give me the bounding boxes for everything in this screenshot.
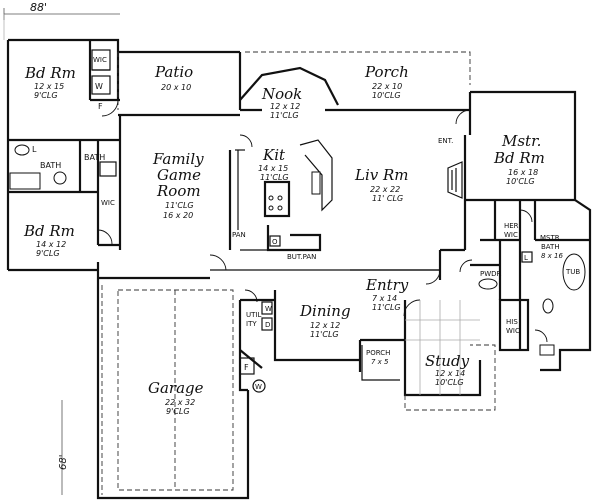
but-pan-label: BUT.PAN: [287, 253, 316, 261]
her-wic-2: WIC: [504, 231, 518, 239]
bdrm1-f-label: F: [98, 102, 103, 111]
garage-w-label: W: [255, 383, 262, 391]
mstr-ceiling: 10'CLG: [506, 177, 535, 186]
bdrm2-wic: WIC: [101, 199, 115, 207]
liv-size: 22 x 22: [370, 185, 400, 194]
bdrm1-w-label: W: [95, 82, 103, 91]
patio-size: 20 x 10: [161, 83, 191, 92]
bdrm1-wic: WIC: [93, 56, 107, 64]
mbath-name-2: BATH: [541, 243, 560, 251]
liv-ceiling: 11' CLG: [372, 194, 403, 203]
porch-ceiling: 10'CLG: [372, 91, 401, 100]
garage-size: 22 x 32: [165, 398, 195, 407]
mbath-l-label: L: [524, 254, 528, 262]
pan-label: PAN: [232, 231, 246, 239]
utility-w-label: W: [265, 305, 272, 313]
bath-name-right: BATH: [84, 153, 105, 162]
utility-d-label: D: [265, 321, 270, 329]
her-wic-1: HER: [504, 222, 519, 230]
mbath-name-1: MSTR.: [540, 234, 562, 242]
ent-label: ENT.: [438, 137, 453, 145]
utility-name-2: ITY: [246, 320, 257, 328]
utility-name-1: UTIL: [246, 311, 261, 319]
porch2-size: 7 x 5: [371, 358, 389, 366]
porch-name: Porch: [364, 63, 409, 81]
garage-f-label: F: [244, 363, 249, 372]
family-name-2: Game: [157, 166, 201, 184]
dining-size: 12 x 12: [310, 321, 340, 330]
family-ceiling: 11'CLG: [165, 201, 194, 210]
study-ceiling: 10'CLG: [435, 378, 464, 387]
entry-ceiling: 11'CLG: [372, 303, 401, 312]
bath-name-left: BATH: [40, 161, 61, 170]
mstr-name-2: Bd Rm: [493, 149, 545, 167]
study-name: Study: [425, 352, 470, 370]
ghost-linework: [405, 300, 480, 395]
top-dimension-line: [3, 8, 120, 40]
liv-name: Liv Rm: [354, 166, 409, 184]
kit-name: Kit: [262, 146, 286, 164]
exterior-walls: [6, 38, 592, 500]
porch2-name: PORCH: [366, 349, 390, 357]
kit-size: 14 x 15: [258, 164, 288, 173]
pwdr-label: PWDR: [480, 270, 502, 278]
garage-name: Garage: [148, 379, 204, 397]
porch-size: 22 x 10: [372, 82, 402, 91]
nook-size: 12 x 12: [270, 102, 300, 111]
mstr-name-1: Mstr.: [501, 132, 541, 150]
top-width-dimension: 88': [30, 1, 47, 14]
door-swings: [97, 99, 548, 343]
kit-o-label: O: [272, 238, 278, 246]
his-wic-2: WIC: [506, 327, 520, 335]
his-wic-1: HIS: [506, 318, 518, 326]
dining-name: Dining: [299, 302, 351, 320]
mbath-size: 8 x 16: [541, 252, 564, 260]
garage-ceiling: 9'CLG: [166, 407, 190, 416]
bath-l-label: L: [32, 145, 37, 154]
interior-walls: [8, 40, 590, 393]
bdrm1-name: Bd Rm: [24, 64, 76, 82]
bdrm1-size: 12 x 15: [34, 82, 64, 91]
family-name-3: Room: [156, 182, 201, 200]
bdrm2-name: Bd Rm: [23, 222, 75, 240]
entry-size: 7 x 14: [372, 294, 397, 303]
study-size: 12 x 14: [435, 369, 465, 378]
family-size: 16 x 20: [163, 211, 193, 220]
nook-ceiling: 11'CLG: [270, 111, 299, 120]
family-name-1: Family: [152, 150, 204, 168]
dining-ceiling: 11'CLG: [310, 330, 339, 339]
bdrm2-ceiling: 9'CLG: [36, 249, 60, 258]
entry-name: Entry: [365, 276, 409, 294]
bdrm1-ceiling: 9'CLG: [34, 91, 58, 100]
patio-name: Patio: [154, 63, 193, 81]
nook-name: Nook: [261, 85, 302, 103]
left-depth-dimension: 68': [58, 455, 69, 470]
garage-door-outlines: [101, 285, 234, 495]
bdrm2-size: 14 x 12: [36, 240, 66, 249]
mstr-size: 16 x 18: [508, 168, 538, 177]
kit-ceiling: 11'CLG: [260, 173, 289, 182]
tub-label: TUB: [565, 268, 580, 276]
